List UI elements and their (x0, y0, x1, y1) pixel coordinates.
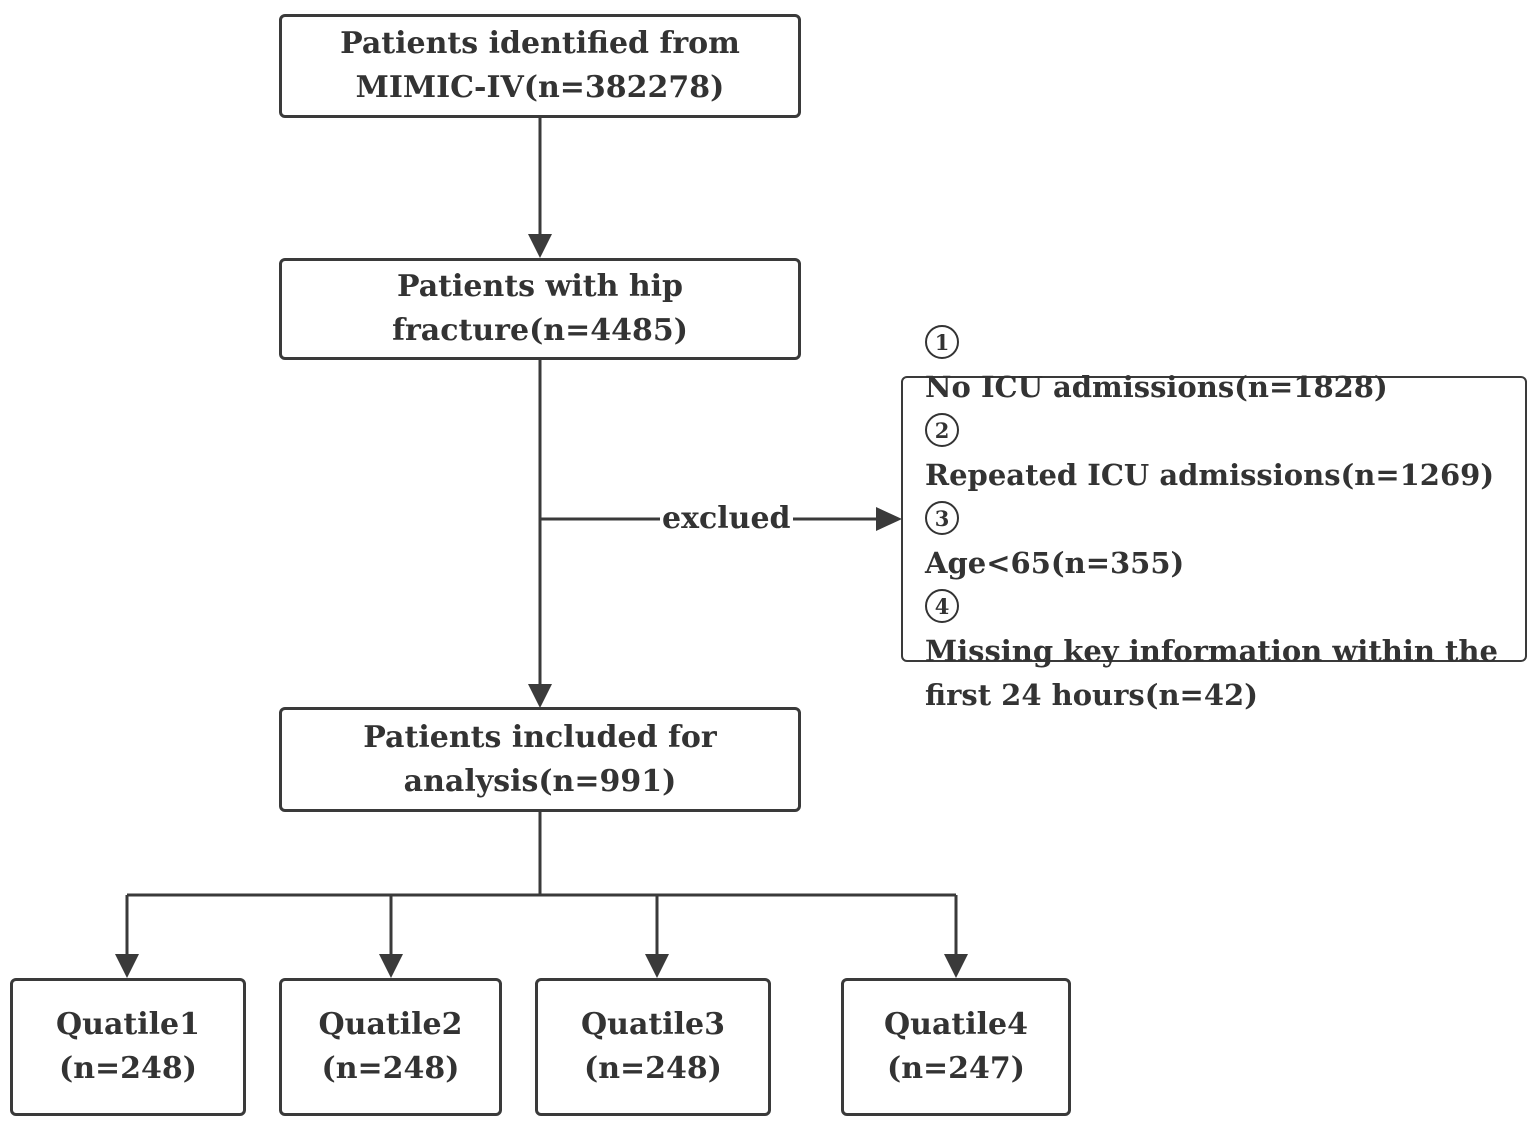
arrowhead-q4 (944, 954, 968, 978)
node-patients-included: Patients included for analysis(n=991) (279, 707, 801, 812)
circled-number-2-icon: 2 (925, 413, 959, 447)
arrowhead-q1 (115, 954, 139, 978)
quartile-label: Quatile1 (56, 1007, 200, 1042)
circled-number-3-icon: 3 (925, 501, 959, 535)
exclusion-text: No ICU admissions(n=1828) (925, 370, 1388, 404)
node-hip-fracture-line2: fracture(n=4485) (392, 313, 688, 348)
exclusion-text: Missing key information within the (925, 634, 1498, 668)
quartile-count: (n=247) (887, 1051, 1025, 1086)
quartile-label: Quatile3 (581, 1007, 725, 1042)
exclusion-text: first 24 hours(n=42) (925, 678, 1258, 712)
node-quartile-2: Quatile2 (n=248) (279, 978, 502, 1116)
arrowhead-included (528, 684, 552, 708)
node-hip-fracture-line1: Patients with hip (396, 269, 684, 304)
exclusion-text: Repeated ICU admissions(n=1269) (925, 458, 1495, 492)
quartile-label: Quatile2 (318, 1007, 463, 1042)
node-patients-identified: Patients identified from MIMIC-IV(n=3822… (279, 14, 801, 118)
node-quartile-4: Quatile4 (n=247) (841, 978, 1071, 1116)
circled-number-1-icon: 1 (925, 325, 959, 359)
node-quartile-3: Quatile3 (n=248) (535, 978, 771, 1116)
quartile-label: Quatile4 (884, 1007, 1028, 1042)
arrowhead-q2 (379, 954, 403, 978)
node-patients-identified-line1: Patients identified from (340, 26, 740, 61)
quartile-count: (n=248) (321, 1051, 460, 1086)
exclusion-item: first 24 hours(n=42) (925, 673, 1258, 717)
node-patients-included-line1: Patients included for (363, 719, 717, 755)
node-patients-identified-line2: MIMIC-IV(n=382278) (355, 70, 725, 105)
exclusion-text: Age<65(n=355) (925, 546, 1185, 580)
quartile-count: (n=248) (584, 1051, 722, 1086)
node-hip-fracture: Patients with hip fracture(n=4485) (279, 258, 801, 360)
exclusion-edge-label: exclued (660, 501, 793, 537)
arrowhead-q3 (645, 954, 669, 978)
arrowhead-exclusion (876, 507, 902, 531)
arrowhead-hip (528, 234, 552, 258)
exclusion-item: 1 No ICU admissions(n=1828) (925, 321, 1388, 409)
node-patients-included-line2: analysis(n=991) (403, 763, 677, 799)
node-quartile-1: Quatile1 (n=248) (10, 978, 246, 1116)
circled-number-4-icon: 4 (925, 589, 959, 623)
quartile-count: (n=248) (59, 1051, 197, 1086)
